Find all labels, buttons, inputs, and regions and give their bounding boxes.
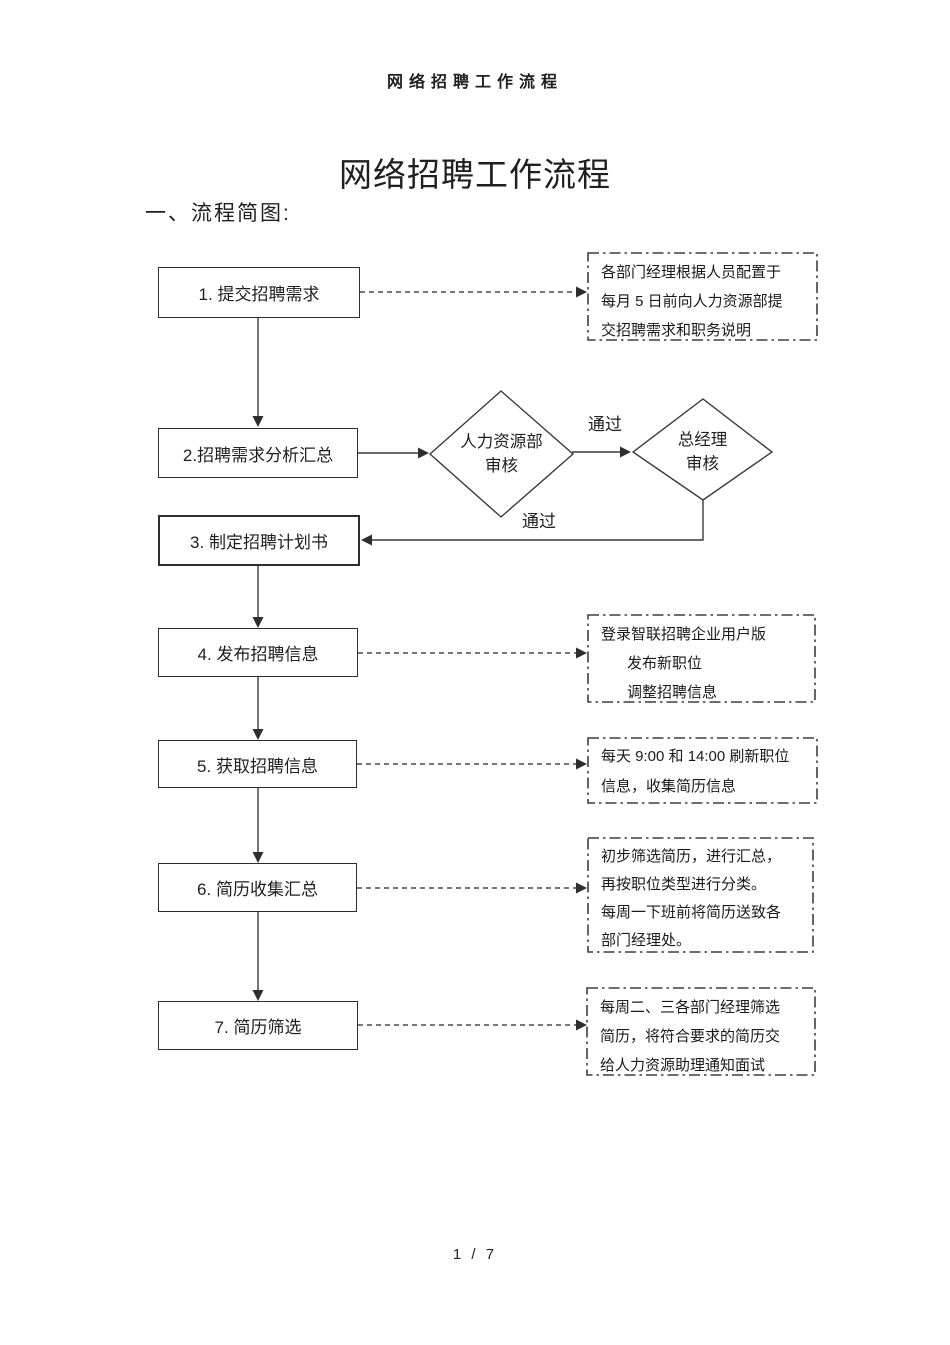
decision-gm-line1: 总经理 <box>677 431 728 449</box>
flow-step-5-label: 5. 获取招聘信息 <box>197 756 318 776</box>
note-5-line: 简历，将符合要求的简历交 <box>600 1028 781 1045</box>
arrow-step4-to-step5 <box>252 677 264 740</box>
note-2-line: 调整招聘信息 <box>627 684 718 701</box>
dashed-arrow-step7-to-note5 <box>358 1019 587 1031</box>
flow-step-6: 6. 简历收集汇总 <box>158 863 357 912</box>
flow-step-5: 5. 获取招聘信息 <box>158 740 357 788</box>
flow-step-2-label: 2.招聘需求分析汇总 <box>182 445 334 465</box>
note-1: 各部门经理根据人员配置于 每月 5 日前向人力资源部提 交招聘需求和职务说明 <box>601 258 783 345</box>
note-3-line: 每天 9:00 和 14:00 刷新职位 <box>601 748 790 765</box>
note-4-line: 初步筛选简历，进行汇总， <box>601 848 782 865</box>
note1-border <box>587 252 818 341</box>
arrow-step3-to-step4 <box>252 566 264 628</box>
note-1-line: 交招聘需求和职务说明 <box>601 322 752 339</box>
decision-hr-line2: 审核 <box>485 457 518 475</box>
page-header-title: 网络招聘工作流程 <box>386 74 563 91</box>
dashed-arrow-step4-to-note2 <box>358 647 587 659</box>
arrow-decision-hr-to-decision-gm <box>572 446 631 458</box>
note-1-line: 每月 5 日前向人力资源部提 <box>601 293 783 310</box>
document-title: 网络招聘工作流程 <box>339 158 611 194</box>
dashed-arrow-step6-to-note4 <box>357 882 587 894</box>
note-5: 每周二、三各部门经理筛选 简历，将符合要求的简历交 给人力资源助理通知面试 <box>600 993 780 1080</box>
flow-step-7: 7. 简历筛选 <box>158 1001 358 1050</box>
arrow-step1-to-step2 <box>252 318 264 427</box>
flow-step-3-label: 3. 制定招聘计划书 <box>190 533 328 552</box>
dashed-arrow-step1-to-note1 <box>360 286 587 298</box>
section-heading: 一、流程简图: <box>145 202 291 225</box>
note-3-line: 信息，收集简历信息 <box>601 778 737 795</box>
note-3: 每天 9:00 和 14:00 刷新职位 信息，收集简历信息 <box>601 742 789 802</box>
flow-step-1-label: 1. 提交招聘需求 <box>198 285 320 304</box>
decision-hr-diamond <box>428 390 575 518</box>
note-2: 登录智联招聘企业用户版 发布新职位 调整招聘信息 <box>601 620 766 707</box>
note-2-line: 发布新职位 <box>627 655 703 672</box>
flow-step-4-label: 4. 发布招聘信息 <box>197 645 319 664</box>
decision-hr-line1: 人力资源部 <box>460 433 543 451</box>
decision-gm-diamond <box>631 398 774 501</box>
note4-border <box>587 837 814 953</box>
footer-page-number: 1 / 7 <box>452 1246 498 1263</box>
note3-border <box>587 737 818 804</box>
flow-step-6-label: 6. 简历收集汇总 <box>197 880 318 899</box>
note-4-line: 部门经理处。 <box>601 932 692 949</box>
note2-border <box>587 614 816 703</box>
flow-step-4: 4. 发布招聘信息 <box>158 628 358 677</box>
decision-hr-label: 人力资源部 审核 <box>430 430 573 478</box>
arrow-step6-to-step7 <box>252 912 264 1001</box>
arrow-step5-to-step6 <box>252 788 264 863</box>
decision-gm-label: 总经理 审核 <box>633 428 772 476</box>
decision-gm-line2: 审核 <box>686 455 719 473</box>
note5-border <box>586 987 816 1076</box>
flow-step-1: 1. 提交招聘需求 <box>158 267 360 318</box>
note-4-line: 每周一下班前将简历送致各 <box>601 904 782 921</box>
note-2-line: 登录智联招聘企业用户版 <box>601 626 767 643</box>
note-5-line: 每周二、三各部门经理筛选 <box>600 999 781 1016</box>
arrow-step2-to-decision-hr <box>358 447 429 459</box>
arrow-decision-gm-to-step3 <box>361 500 704 546</box>
flow-step-3: 3. 制定招聘计划书 <box>158 515 360 566</box>
note-4-line: 再按职位类型进行分类。 <box>601 876 767 893</box>
edge-label-pass-2: 通过 <box>522 512 556 531</box>
note-1-line: 各部门经理根据人员配置于 <box>601 264 782 281</box>
flow-step-7-label: 7. 简历筛选 <box>214 1018 302 1037</box>
flow-step-2: 2.招聘需求分析汇总 <box>158 428 358 478</box>
note-5-line: 给人力资源助理通知面试 <box>600 1057 766 1074</box>
note-4: 初步筛选简历，进行汇总， 再按职位类型进行分类。 每周一下班前将简历送致各 部门… <box>601 843 781 955</box>
dashed-arrow-step5-to-note3 <box>357 758 587 770</box>
edge-label-pass-1: 通过 <box>588 415 622 434</box>
